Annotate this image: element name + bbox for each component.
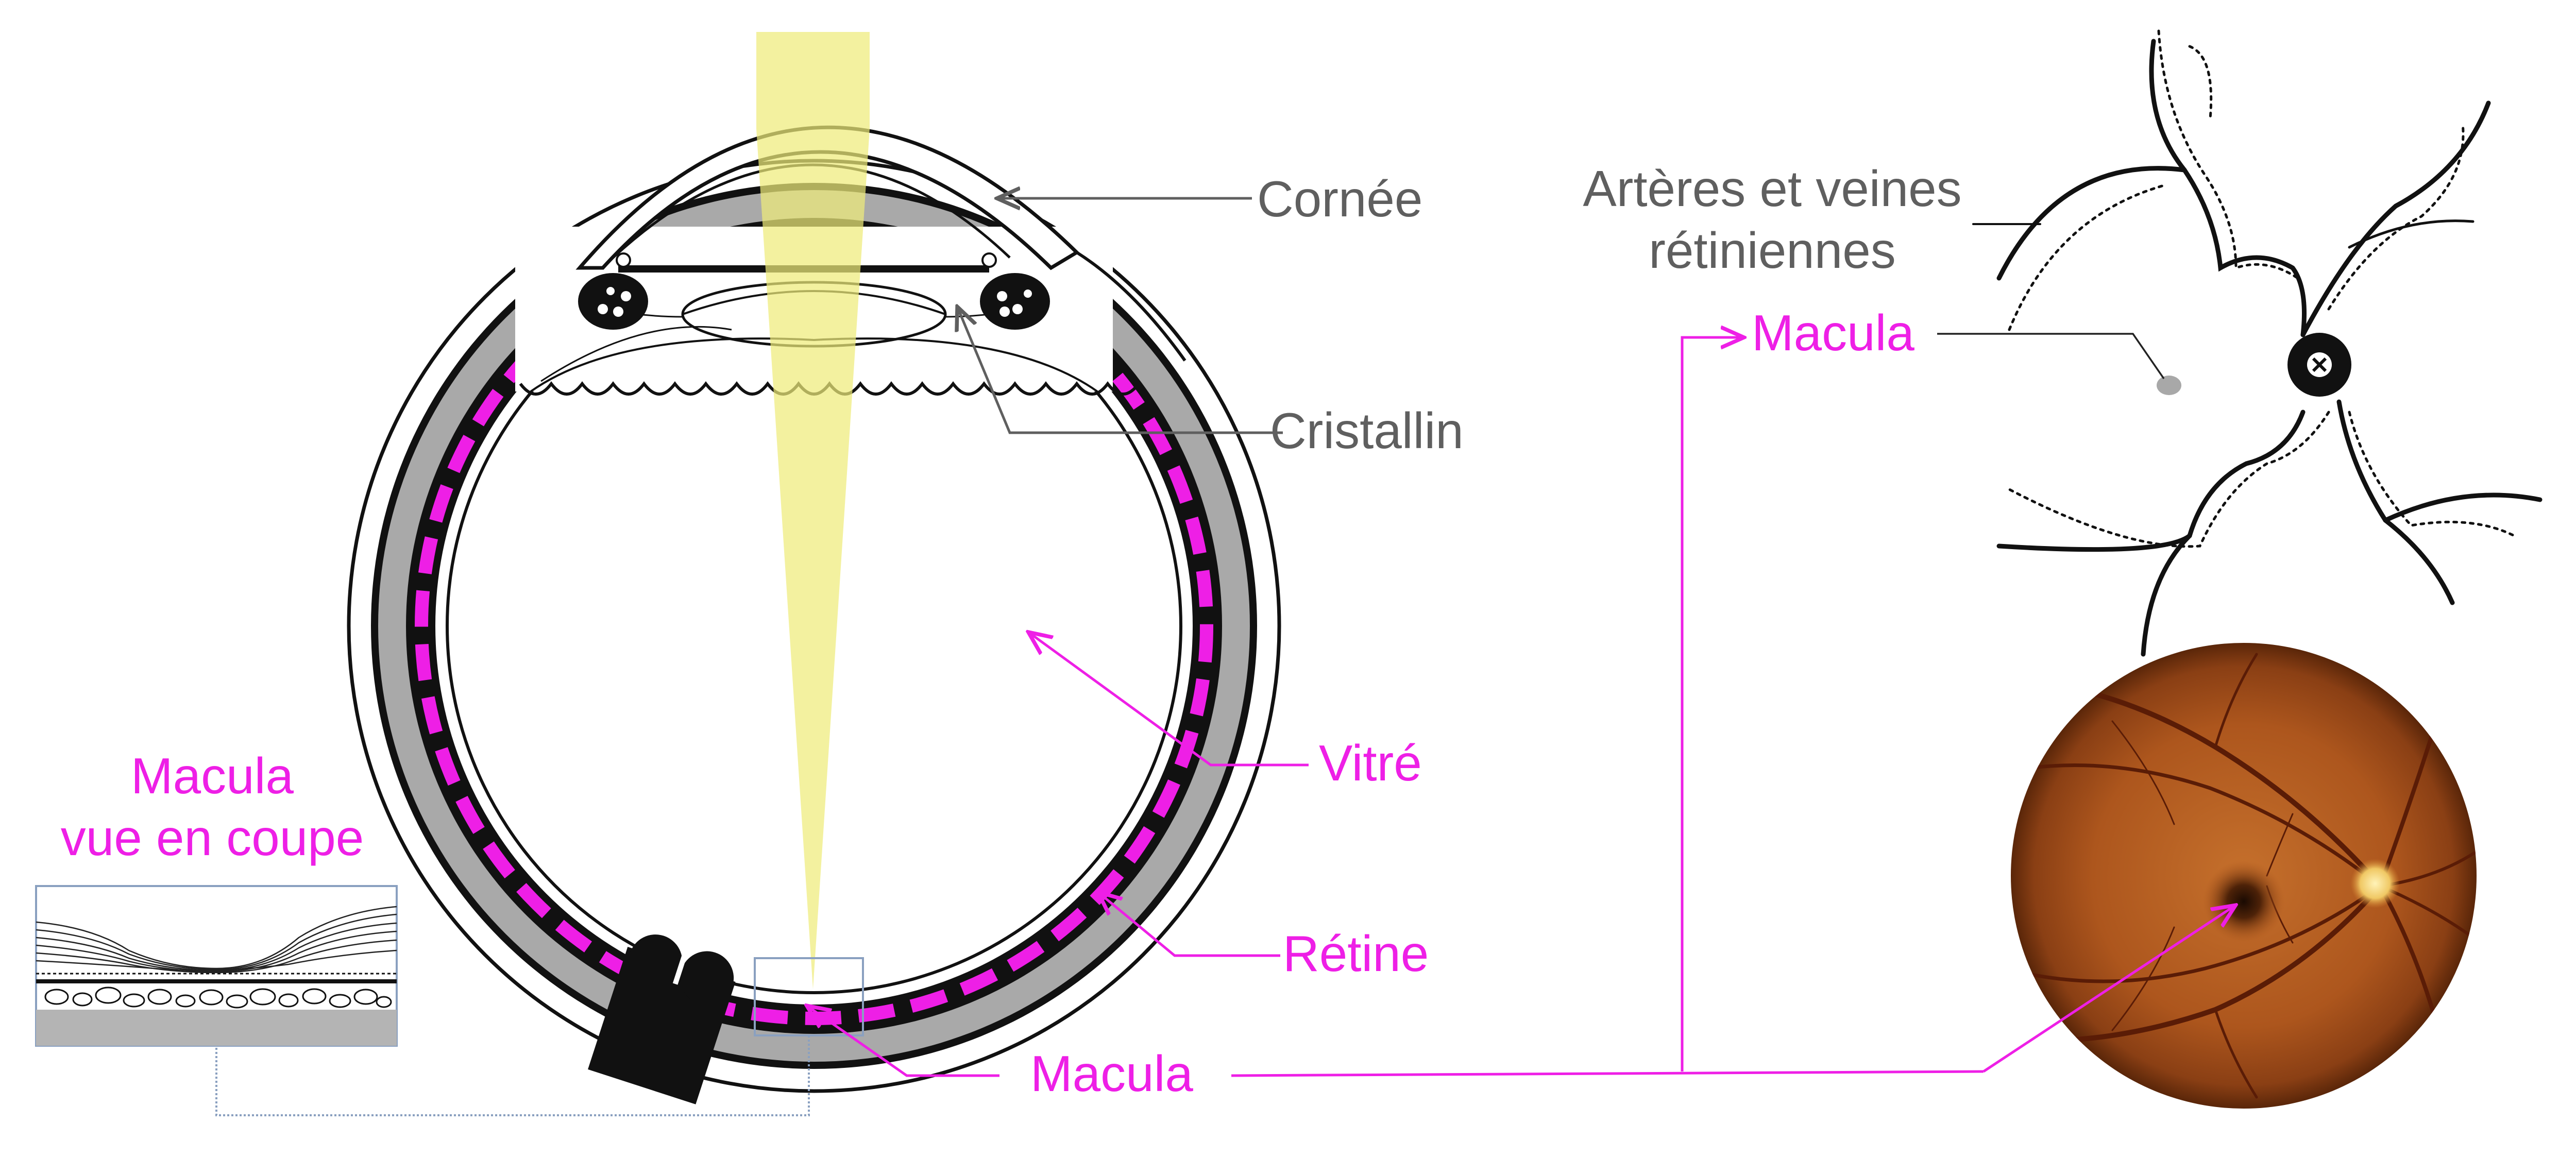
pointer-lines (809, 198, 2233, 1077)
dotted-artery-top-2 (2188, 45, 2213, 120)
inset-base-layer (36, 1010, 397, 1046)
inset-cells (44, 986, 392, 1009)
optic-disc-cross (2312, 357, 2327, 372)
macula-pointer-main (809, 1007, 999, 1077)
eye-cross-section (347, 32, 1281, 1104)
macula-pointer-drawing (1937, 333, 2165, 379)
label-macula-section-1: Macula (131, 747, 294, 804)
fundus-optic-disc (2350, 859, 2400, 908)
macula-connector-up (1681, 337, 1741, 1071)
cristallin-pointer (958, 309, 1283, 434)
macula-connector-h (1231, 1070, 1984, 1077)
macula-spot-drawing (2157, 376, 2181, 395)
label-macula-fundus: Macula (1752, 304, 1914, 361)
dotted-artery-left (2008, 184, 2165, 331)
label-macula-section-2: vue en coupe (61, 809, 364, 866)
ciliary-body-right (980, 273, 1050, 330)
angle-left (616, 252, 631, 268)
artery-top-right (2300, 100, 2491, 337)
label-vitre: Vitré (1319, 735, 1422, 791)
fundus-macula (2202, 860, 2285, 943)
label-cristallin: Cristallin (1270, 402, 1464, 459)
cornea-side (1076, 251, 1187, 362)
optic-nerve (588, 934, 736, 1104)
inset-connector (215, 1035, 810, 1116)
vein-top-left (1996, 166, 2187, 281)
artery-branch-right (2348, 219, 2475, 249)
macula-section-inset (35, 885, 810, 1116)
label-arteres-1: Artères et veines (1583, 160, 1961, 217)
dotted-artery-top (2157, 29, 2299, 280)
retinal-vessel-drawing (1972, 29, 2543, 657)
retine-pointer (1100, 894, 1280, 957)
inset-fibers (36, 906, 397, 974)
dotted-artery-right (2327, 122, 2465, 311)
vitre-pointer (1030, 634, 1309, 767)
label-cornee: Cornée (1257, 171, 1422, 227)
vein-right (2383, 492, 2543, 523)
ciliary-dots (598, 287, 1032, 317)
dotted-vein-bottom (2008, 411, 2330, 548)
ciliary-body-left (578, 273, 648, 330)
vein-bottom-left (1996, 410, 2306, 552)
macula-pointer-fundus (1982, 907, 2233, 1073)
label-arteres-2: rétiniennes (1649, 222, 1895, 279)
light-beam (756, 32, 870, 989)
vitreous-arc-left (540, 326, 732, 382)
fundus-photograph (2011, 643, 2477, 1109)
label-macula-main: Macula (1030, 1045, 1193, 1102)
label-retine: Rétine (1283, 925, 1429, 982)
angle-right (981, 252, 997, 268)
artery-top (2149, 39, 2307, 337)
vein-bottom (2141, 533, 2192, 657)
dotted-vein-right (2348, 411, 2516, 537)
